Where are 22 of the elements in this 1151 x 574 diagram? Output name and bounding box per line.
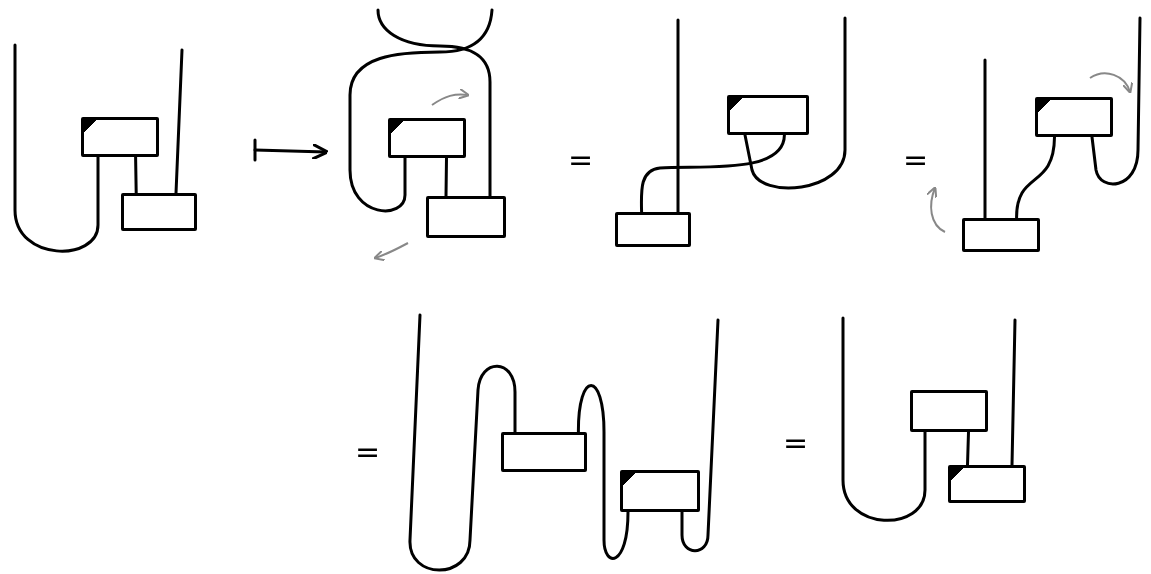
box	[910, 390, 988, 432]
box	[620, 470, 700, 512]
box	[121, 193, 197, 231]
box	[962, 218, 1040, 252]
box	[501, 432, 587, 472]
box	[426, 196, 506, 238]
wire	[966, 430, 970, 467]
wire	[576, 384, 630, 560]
box	[727, 95, 809, 135]
wire	[444, 156, 448, 198]
box	[948, 465, 1026, 503]
wire	[1015, 135, 1056, 220]
wire	[134, 155, 138, 195]
equals-sign: =	[783, 428, 809, 458]
equals-sign: =	[903, 145, 929, 175]
box	[388, 118, 466, 158]
box	[1035, 97, 1113, 137]
box	[81, 117, 159, 157]
equals-sign: =	[568, 145, 594, 175]
equals-sign: =	[355, 437, 381, 467]
wire	[639, 133, 786, 214]
box	[615, 212, 691, 247]
